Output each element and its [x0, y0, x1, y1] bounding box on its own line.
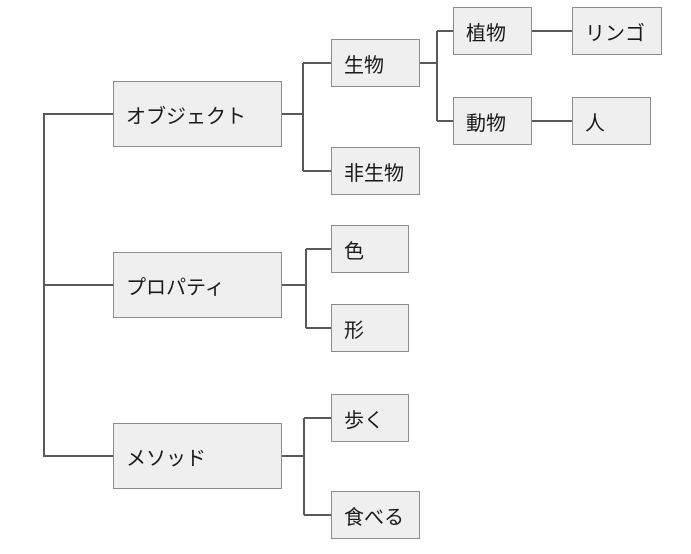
method-branch-line [282, 417, 331, 516]
node-living: 生物 [331, 39, 420, 87]
node-eat: 食べる [331, 491, 420, 539]
node-property: プロパティ [113, 252, 282, 318]
root-bracket-line [43, 113, 113, 457]
node-method: メソッド [113, 423, 282, 489]
node-human: 人 [572, 97, 651, 145]
node-shape: 形 [331, 304, 409, 352]
node-nonliving: 非生物 [331, 147, 420, 195]
node-animal: 動物 [453, 97, 532, 145]
node-object: オブジェクト [113, 81, 282, 147]
node-plant: 植物 [453, 7, 532, 55]
object-branch-line [282, 62, 331, 172]
living-branch-line [420, 30, 453, 122]
node-apple: リンゴ [572, 7, 662, 55]
node-walk: 歩く [331, 394, 409, 442]
node-color: 色 [331, 225, 409, 273]
property-branch-line [282, 248, 331, 329]
